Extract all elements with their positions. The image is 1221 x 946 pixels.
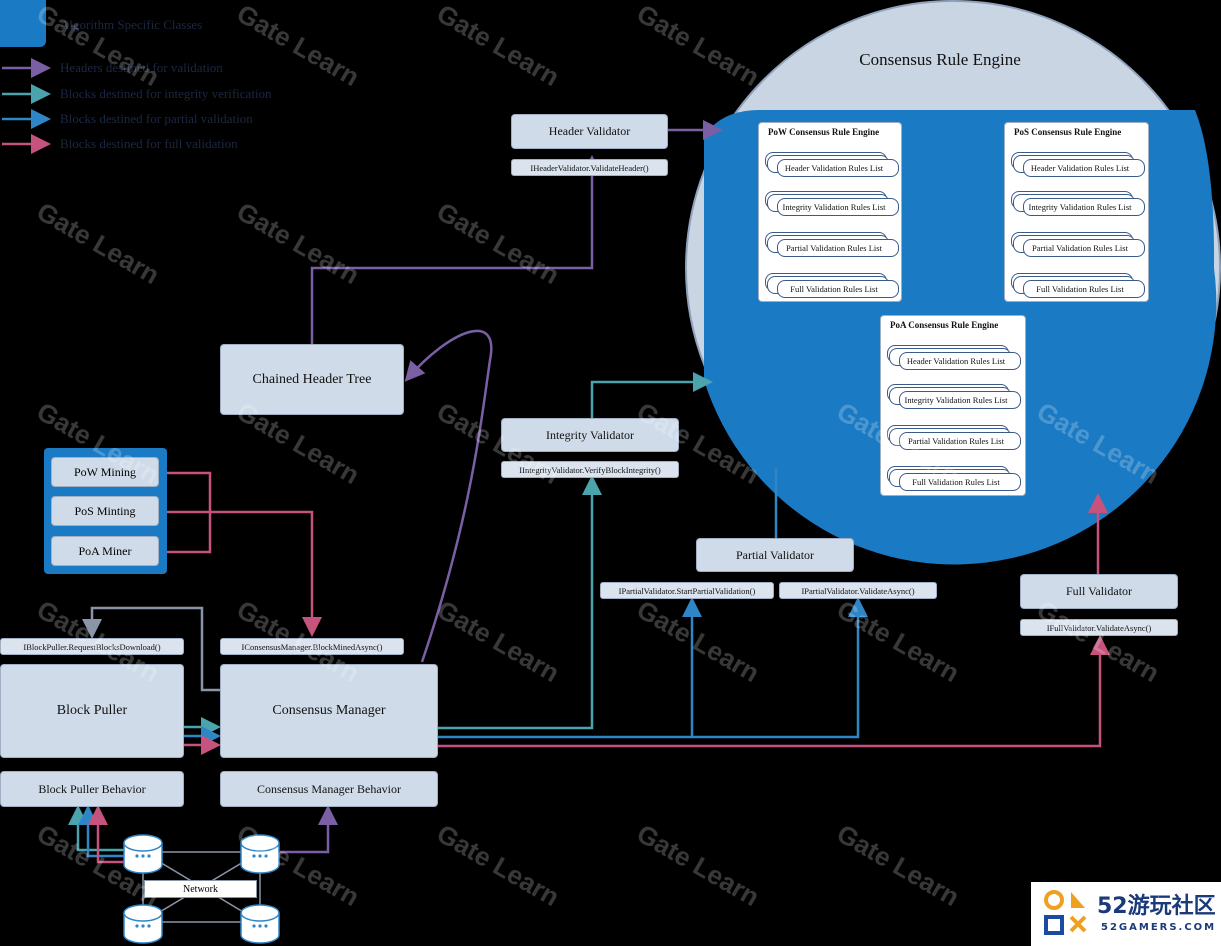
wire-cht-to-header-validator <box>310 155 602 344</box>
pow-partial-rules: Partial Validation Rules List <box>765 232 899 258</box>
corner-logo: 52游玩社区 52GAMERS.COM <box>1031 882 1221 946</box>
pos-integrity-rules: Integrity Validation Rules List <box>1011 191 1145 217</box>
consensus-manager-method: IConsensusManager.BlockMinedAsync() <box>220 638 404 655</box>
legend-item-partial: Blocks destined for partial validation <box>60 111 253 126</box>
block-puller-method: IBlockPuller.RequestBlocksDownload() <box>0 638 184 655</box>
server-node-icon <box>123 834 163 874</box>
legend-item-full: Blocks destined for full validation <box>60 136 238 151</box>
wire-net-to-bpb-pink <box>88 805 124 864</box>
wire-net-to-bpb-blue <box>78 805 124 858</box>
pow-integrity-rules: Integrity Validation Rules List <box>765 191 899 217</box>
mining-panel: PoW Mining PoS Minting PoA Miner <box>44 448 167 574</box>
pos-header-rules: Header Validation Rules List <box>1011 152 1145 178</box>
logo-brand-text: 52游玩社区 <box>1097 894 1216 919</box>
full-validator-method: IFullValidator.ValidateAsync() <box>1020 619 1178 636</box>
poa-full-rules: Full Validation Rules List <box>887 466 1021 492</box>
pow-full-rules: Full Validation Rules List <box>765 273 899 299</box>
server-node-icon <box>240 834 280 874</box>
pos-full-rules: Full Validation Rules List <box>1011 273 1145 299</box>
pow-engine-card: PoW Consensus Rule Engine Header Validat… <box>758 122 902 302</box>
legend-algorithm-label: Algorithm Specific Classes <box>60 17 203 32</box>
consensus-manager-behavior-node: Consensus Manager Behavior <box>220 771 438 807</box>
logo-domain-text: 52GAMERS.COM <box>1101 922 1217 933</box>
partial-validator-async-method: IPartialValidator.ValidateAsync() <box>779 582 937 599</box>
legend-item-integrity: Blocks destined for integrity verificati… <box>60 86 272 101</box>
pow-engine-title: PoW Consensus Rule Engine <box>768 127 880 137</box>
wire-cm-to-partial-start <box>438 597 702 739</box>
wire-cm-to-cht <box>404 329 493 663</box>
header-validator-node: Header Validator <box>511 114 668 149</box>
network-label: Network <box>144 880 257 898</box>
pos-engine-title: PoS Consensus Rule Engine <box>1014 127 1122 137</box>
integrity-validator-node: Integrity Validator <box>501 418 679 452</box>
integrity-validator-method: IIntegrityValidator.VerifyBlockIntegrity… <box>501 461 679 478</box>
partial-validator-start-method: IPartialValidator.StartPartialValidation… <box>600 582 774 599</box>
full-validator-node: Full Validator <box>1020 574 1178 609</box>
partial-validator-node: Partial Validator <box>696 538 854 572</box>
poa-engine-title: PoA Consensus Rule Engine <box>890 320 999 330</box>
wire-cm-to-block-puller <box>82 606 220 692</box>
legend-algorithm-swatch <box>0 0 46 47</box>
wire-cm-to-full <box>438 635 1110 748</box>
pos-engine-card: PoS Consensus Rule Engine Header Validat… <box>1004 122 1149 302</box>
pow-mining-node: PoW Mining <box>51 457 159 487</box>
poa-integrity-rules: Integrity Validation Rules List <box>887 384 1021 410</box>
poa-engine-card: PoA Consensus Rule Engine Header Validat… <box>880 315 1026 496</box>
wire-integrity-to-engine <box>590 372 713 418</box>
wire-minting-to-cm <box>167 510 322 637</box>
server-node-icon <box>123 904 163 944</box>
header-validator-method: IHeaderValidator.ValidateHeader() <box>511 159 668 176</box>
gamers-logo-icon <box>1044 890 1087 935</box>
wire-cm-to-integrity <box>438 475 602 730</box>
pos-partial-rules: Partial Validation Rules List <box>1011 232 1145 258</box>
pos-minting-node: PoS Minting <box>51 496 159 526</box>
poa-partial-rules: Partial Validation Rules List <box>887 425 1021 451</box>
poa-miner-node: PoA Miner <box>51 536 159 566</box>
wire-net-to-cmb <box>280 805 338 854</box>
engine-title: Consensus Rule Engine <box>859 50 1021 69</box>
wire-cm-to-partial-async <box>692 597 868 739</box>
poa-header-rules: Header Validation Rules List <box>887 345 1021 371</box>
legend-item-header: Headers destined for validation <box>60 60 223 75</box>
server-node-icon <box>240 904 280 944</box>
consensus-manager-node: Consensus Manager <box>220 664 438 758</box>
chained-header-tree-node: Chained Header Tree <box>220 344 404 415</box>
block-puller-behavior-node: Block Puller Behavior <box>0 771 184 807</box>
block-puller-node: Block Puller <box>0 664 184 758</box>
pow-header-rules: Header Validation Rules List <box>765 152 899 178</box>
wire-net-to-bpb-teal <box>68 805 124 852</box>
